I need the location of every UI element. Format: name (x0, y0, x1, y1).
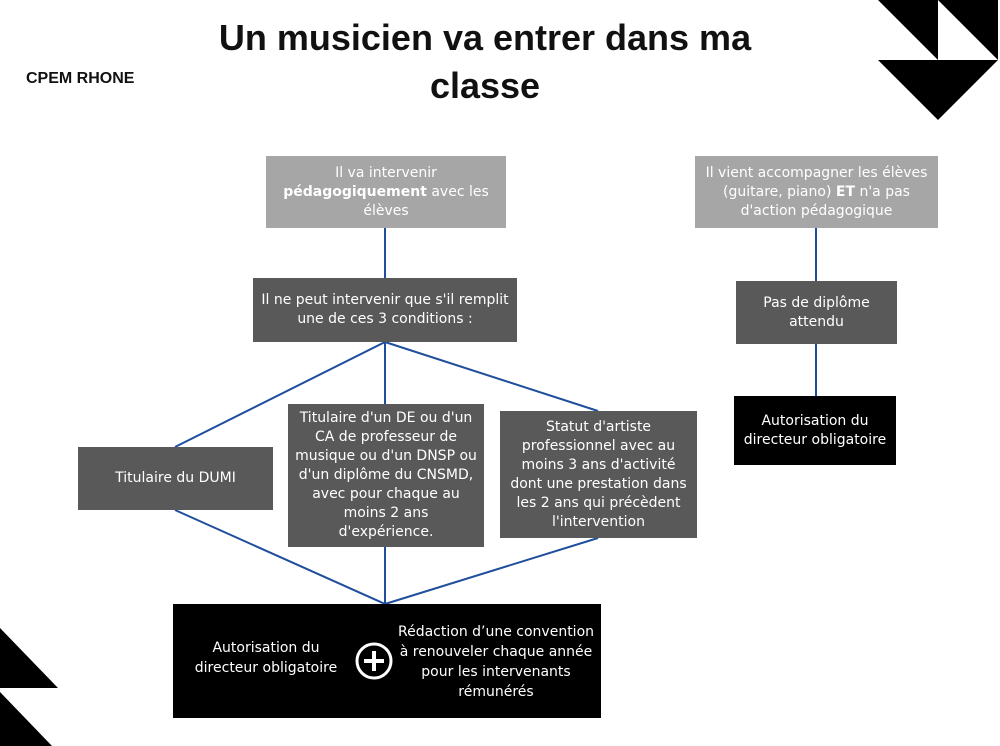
plus-circle-icon (355, 642, 393, 680)
box-accompaniment: Il vient accompagner les élèves (guitare… (695, 156, 938, 228)
box-pedagogical-intervention: Il va intervenir pédagogiquement avec le… (266, 156, 506, 228)
box-text-strong: pédagogiquement (283, 183, 427, 200)
box-option-dumi: Titulaire du DUMI (78, 447, 273, 510)
box-no-diploma: Pas de diplôme attendu (736, 281, 897, 344)
box-final-requirements (173, 604, 601, 718)
box-conditions: Il ne peut intervenir que s'il remplit u… (253, 278, 517, 342)
final-authorization-text: Autorisation du directeur obligatoire (194, 640, 338, 676)
box-director-authorization: Autorisation du directeur obligatoire (734, 396, 896, 465)
box-text: Titulaire d'un DE ou d'un CA de professe… (295, 410, 477, 540)
box-text: Autorisation du directeur obligatoire (743, 412, 887, 448)
box-text: n'a pas d'action pédagogique (740, 183, 910, 219)
organization-label: CPEM RHONE (26, 70, 135, 87)
page-title: Un musicien va entrer dans ma classe (218, 17, 752, 106)
final-convention-text: Rédaction d’une convention à renouveler … (398, 624, 595, 700)
box-text: Il vient accompagner les élèves (guitare… (705, 164, 928, 200)
box-text: Pas de diplôme attendu (763, 294, 870, 330)
box-text: Statut d'artiste professionnel avec au m… (510, 418, 687, 530)
box-text: avec les élèves (363, 183, 489, 219)
box-text: Il va intervenir (335, 164, 437, 181)
box-text: Titulaire du DUMI (115, 470, 236, 486)
box-text: Il ne peut intervenir que s'il remplit u… (261, 292, 509, 327)
box-option-artist: Statut d'artiste professionnel avec au m… (500, 411, 697, 538)
box-option-diploma: Titulaire d'un DE ou d'un CA de professe… (288, 404, 484, 547)
box-text-strong: ET (835, 183, 855, 200)
